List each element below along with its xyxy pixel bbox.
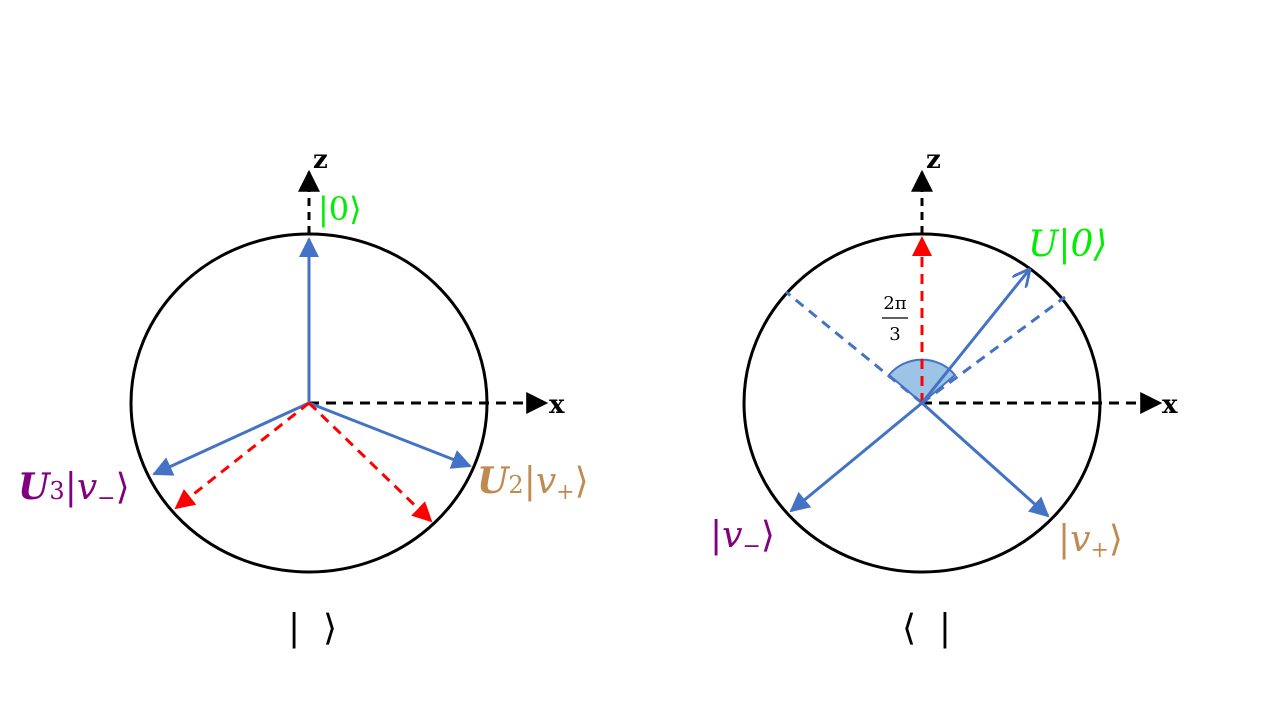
right-label-u0: U|0⟩ bbox=[1028, 224, 1107, 265]
right-caption: ⟨ | bbox=[902, 608, 951, 649]
left-u3-sub: 3 bbox=[49, 477, 64, 505]
left-u3-op: U bbox=[18, 466, 52, 508]
right-v-minus-vector bbox=[789, 401, 923, 513]
left-red-dashed-right bbox=[307, 401, 433, 523]
right-z-label: z bbox=[926, 145, 941, 175]
right-dashed-left-line bbox=[785, 290, 923, 405]
left-u2-ket-open: |v bbox=[524, 461, 556, 502]
right-v-minus-open: |v bbox=[710, 515, 742, 556]
left-z-label: z bbox=[313, 145, 328, 175]
right-v-plus-close: ⟩ bbox=[1109, 519, 1123, 560]
left-u3-ket-open: |v bbox=[65, 467, 97, 508]
right-v-plus-open: |v bbox=[1058, 519, 1090, 560]
left-panel: z x |0⟩ U3|v−⟩ U2|v+⟩ | ⟩ bbox=[18, 145, 589, 649]
left-u3-ket-sub: − bbox=[97, 486, 115, 511]
left-u2-ket-close: ⟩ bbox=[575, 461, 589, 502]
left-u2-sub: 2 bbox=[508, 471, 523, 499]
left-u2-op: U bbox=[477, 460, 511, 502]
right-dashed-right-line bbox=[921, 295, 1066, 405]
right-v-minus-sub: − bbox=[742, 534, 760, 559]
right-v-plus-vector bbox=[920, 401, 1050, 518]
left-label-u2: U2|v+⟩ bbox=[477, 460, 589, 505]
left-u3-ket-close: ⟩ bbox=[116, 467, 130, 508]
left-u2-ket-sub: + bbox=[556, 480, 574, 505]
right-v-plus-sub: + bbox=[1090, 538, 1108, 563]
right-label-v-minus: |v−⟩ bbox=[710, 515, 775, 559]
left-u3-vector bbox=[152, 401, 310, 476]
right-panel: z x 2π 3 U|0⟩ |v−⟩ |v+⟩ ⟨ | bbox=[710, 145, 1178, 649]
left-red-dashed-left bbox=[174, 401, 310, 510]
left-x-label: x bbox=[549, 390, 565, 420]
angle-label-denominator: 3 bbox=[889, 324, 900, 345]
left-label-u3: U3|v−⟩ bbox=[18, 466, 130, 511]
left-label-zero: |0⟩ bbox=[318, 190, 362, 228]
right-u0-vector bbox=[920, 270, 1029, 404]
right-label-v-plus: |v+⟩ bbox=[1058, 519, 1123, 563]
right-x-label: x bbox=[1162, 390, 1178, 420]
angle-label-numerator: 2π bbox=[883, 293, 906, 314]
left-caption: | ⟩ bbox=[288, 608, 337, 649]
right-v-minus-close: ⟩ bbox=[761, 515, 775, 556]
left-u2-vector bbox=[308, 401, 472, 469]
